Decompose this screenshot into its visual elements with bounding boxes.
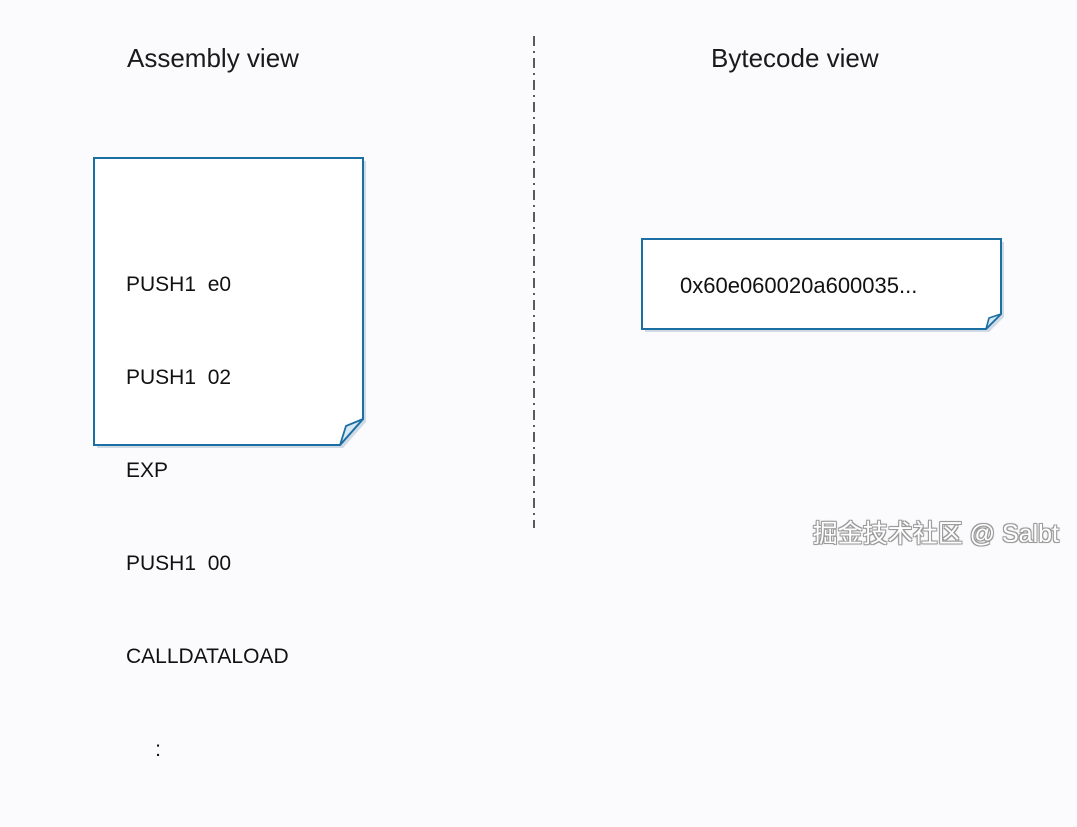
assembly-line: CALLDATALOAD <box>126 645 289 668</box>
assembly-note: PUSH1 e0 PUSH1 02 EXP PUSH1 00 CALLDATAL… <box>88 152 370 761</box>
assembly-note-shape <box>93 157 366 448</box>
assembly-line: : <box>126 738 162 761</box>
assembly-code-lines: PUSH1 e0 PUSH1 02 EXP PUSH1 00 CALLDATAL… <box>126 207 289 827</box>
assembly-view-heading: Assembly view <box>127 43 299 73</box>
watermark-text: 掘金技术社区 @ Salbt <box>812 520 1059 548</box>
bytecode-note: 0x60e060020a600035... <box>636 233 1006 335</box>
bytecode-note-shape <box>641 238 1004 332</box>
assembly-line: PUSH1 00 <box>126 552 232 575</box>
assembly-line: EXP <box>126 459 169 482</box>
bytecode-view-heading: Bytecode view <box>711 43 879 73</box>
assembly-line: PUSH1 02 <box>126 366 232 389</box>
assembly-line: PUSH1 e0 <box>126 273 232 296</box>
bytecode-text: 0x60e060020a600035... <box>680 273 918 298</box>
dash-dot-divider <box>533 36 535 528</box>
